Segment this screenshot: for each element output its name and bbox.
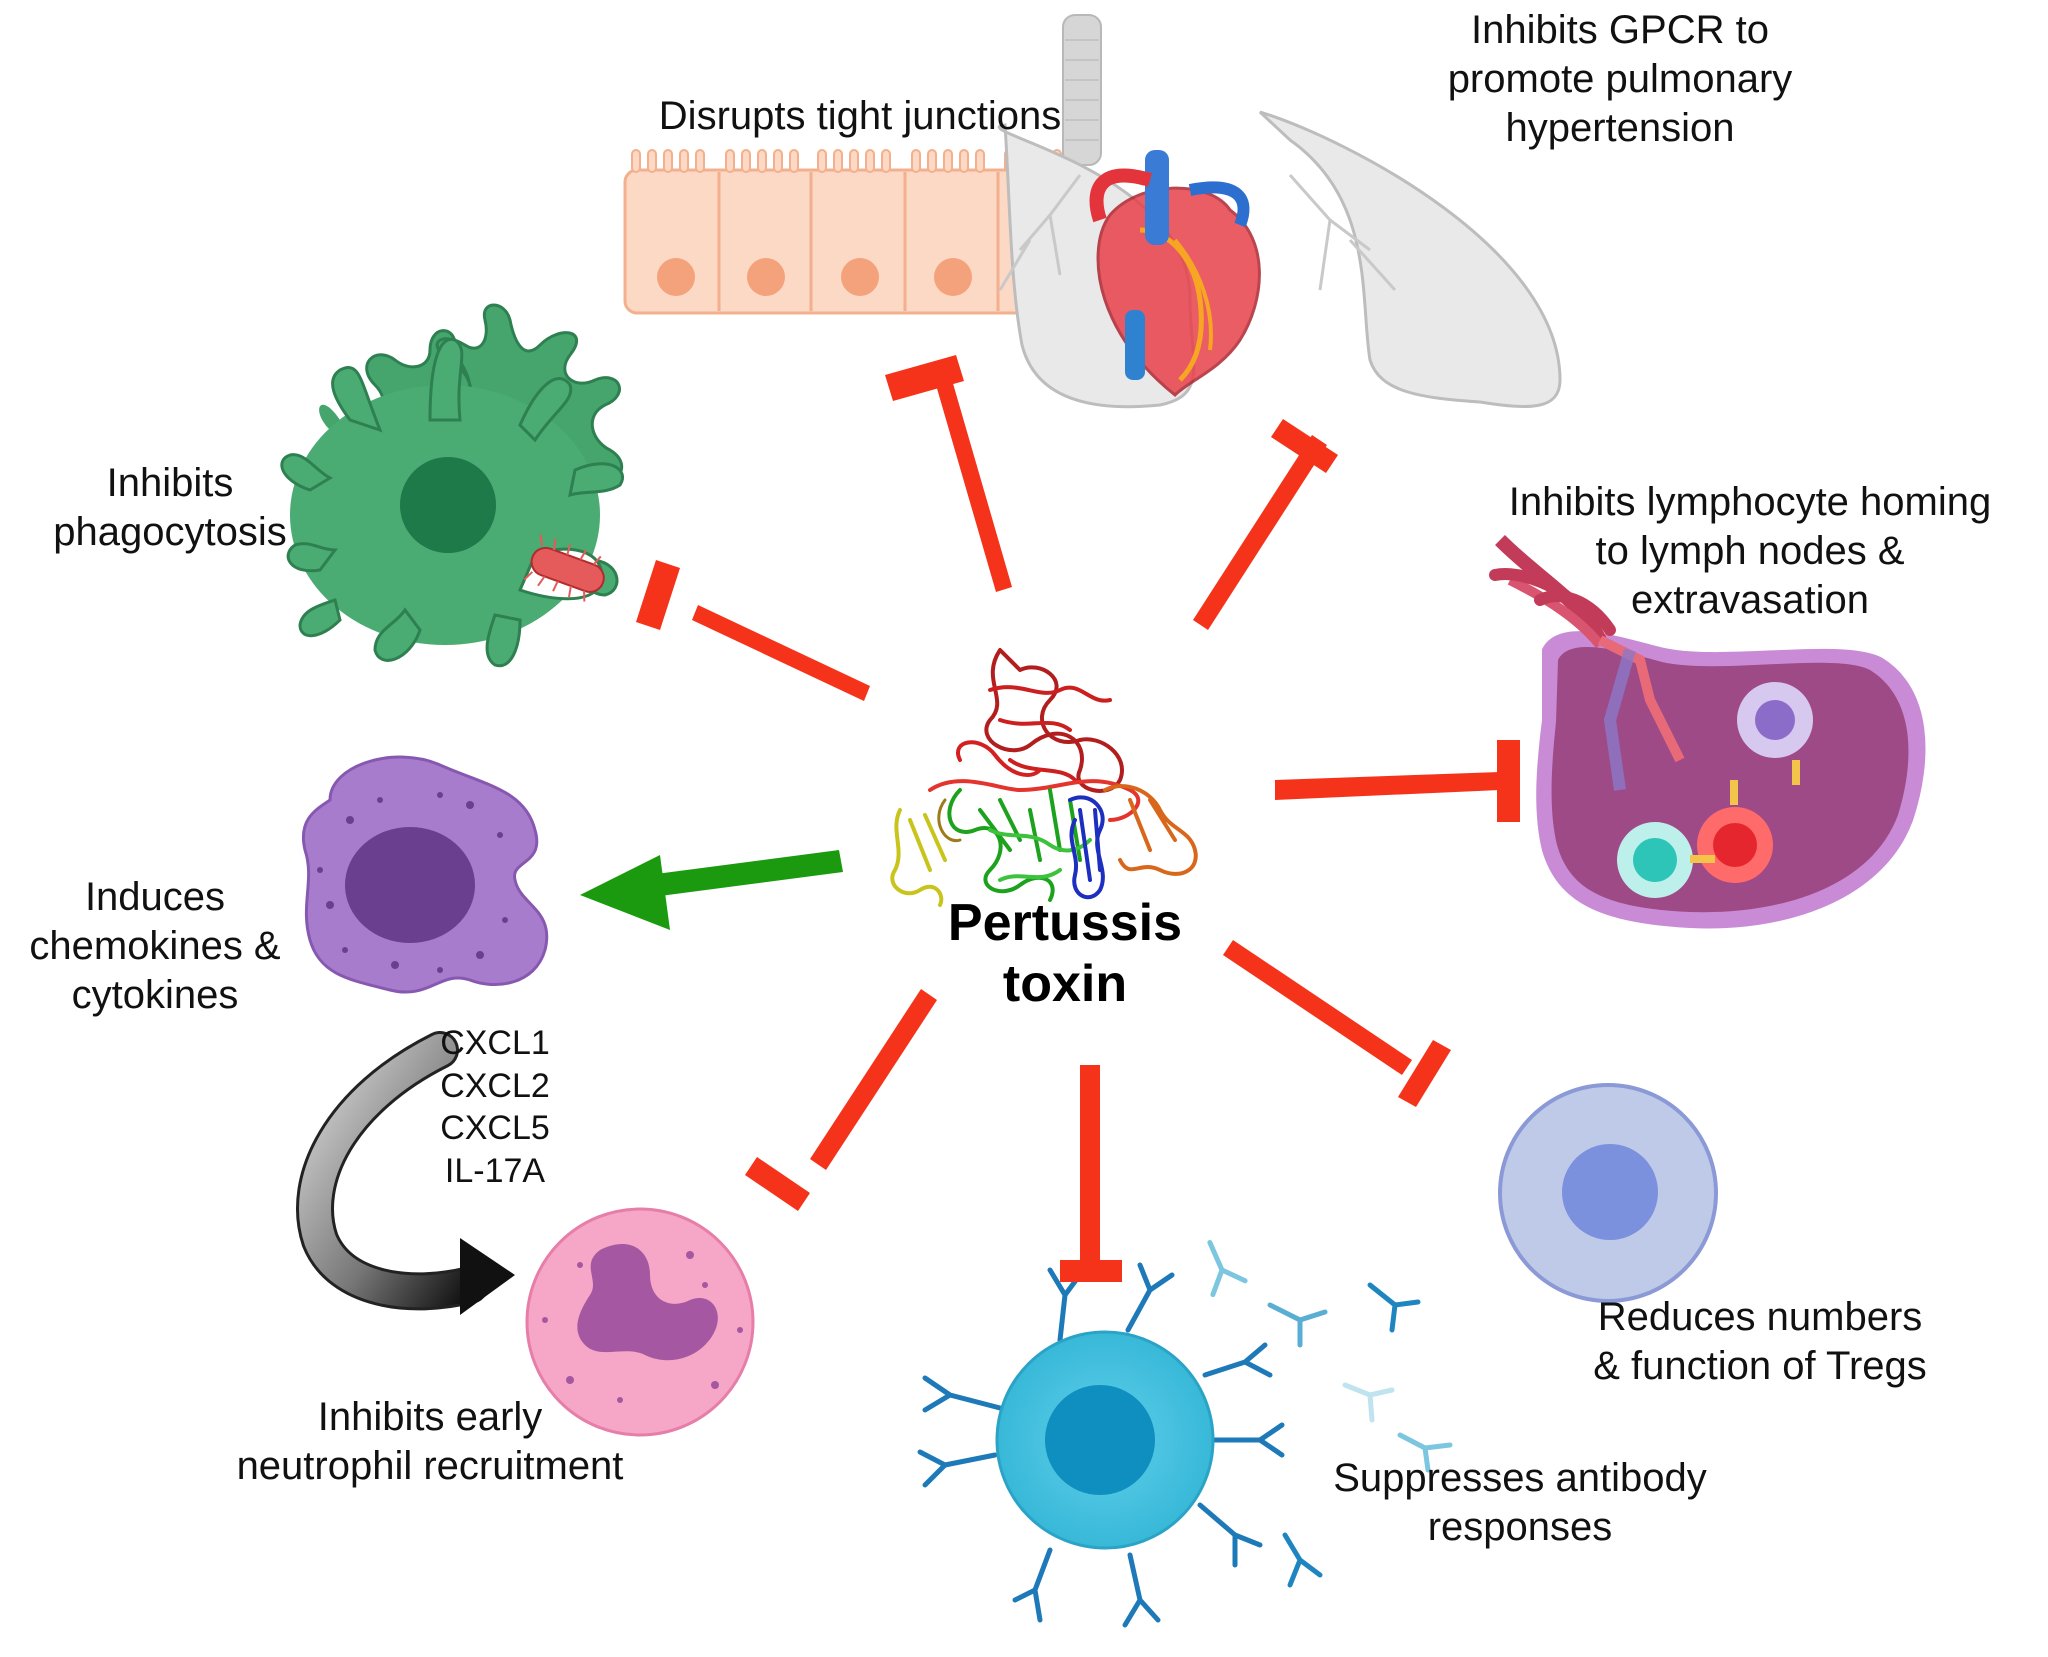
label-chemokines-line1: Induces	[84, 875, 226, 919]
label-antibody: Suppresses antibody responses	[1285, 1454, 1755, 1552]
label-gpcr-line1: Inhibits GPCR to	[1471, 8, 1769, 52]
label-lymphocyte-line3: extravasation	[1631, 577, 1869, 622]
label-tregs: Reduces numbers & function of Tregs	[1540, 1293, 1980, 1391]
label-antibody-line1: Suppresses antibody	[1333, 1456, 1707, 1500]
label-lymphocyte: Inhibits lymphocyte homing to lymph node…	[1460, 478, 2040, 624]
cytokine-item: IL-17A	[444, 1151, 546, 1190]
curved-arrow-icon	[296, 1031, 515, 1315]
label-tregs-line1: Reduces numbers	[1597, 1295, 1923, 1339]
label-chemokines-line2: chemokines &	[29, 923, 281, 968]
label-phagocytosis: Inhibits phagocytosis	[20, 459, 320, 557]
lungs-heart-icon	[997, 14, 1562, 409]
inhibit-arrow-phagocytosis	[636, 560, 870, 701]
label-lymphocyte-line1: Inhibits lymphocyte homing	[1508, 480, 1992, 524]
blood-vessel-icon	[1489, 568, 1616, 636]
induce-arrow-chemokines	[580, 850, 843, 930]
cytokine-item: CXCL2	[440, 1066, 550, 1105]
label-neutrophil: Inhibits early neutrophil recruitment	[160, 1393, 700, 1491]
inhibit-arrow-tight-junctions	[885, 355, 1012, 592]
label-lymphocyte-line2: to lymph nodes &	[1595, 528, 1905, 573]
cytokine-list: CXCL1 CXCL2 CXCL5 IL-17A	[430, 1022, 560, 1192]
label-antibody-line2: responses	[1427, 1504, 1613, 1549]
label-phagocytosis-line1: Inhibits	[106, 461, 234, 505]
neutrophil-icon	[525, 1207, 755, 1437]
lymph-node-icon	[1495, 535, 1926, 929]
center-title: Pertussis toxin	[915, 893, 1215, 1016]
label-chemokines: Induces chemokines & cytokines	[0, 873, 310, 1019]
label-neutrophil-line1: Inhibits early	[317, 1395, 543, 1439]
label-phagocytosis-line2: phagocytosis	[53, 509, 287, 554]
label-neutrophil-line2: neutrophil recruitment	[236, 1443, 624, 1488]
epithelial-cells-icon	[623, 149, 1092, 315]
center-title-line1: Pertussis	[947, 894, 1183, 952]
label-gpcr-line2: promote pulmonary	[1447, 56, 1793, 101]
label-tight-junctions-line1: Disrupts tight junctions	[658, 94, 1062, 138]
free-antibodies-icon	[1207, 1239, 1453, 1588]
dendritic-cell-icon	[280, 303, 625, 668]
label-gpcr-line3: hypertension	[1505, 105, 1735, 150]
b-cell-icon	[917, 1262, 1285, 1628]
center-title-line2: toxin	[1002, 955, 1128, 1014]
protein-structure-icon	[890, 648, 1198, 907]
label-tregs-line2: & function of Tregs	[1593, 1343, 1927, 1388]
macrophage-icon	[302, 755, 549, 994]
cytokine-item: CXCL1	[440, 1024, 550, 1062]
label-gpcr: Inhibits GPCR to promote pulmonary hyper…	[1400, 6, 1840, 152]
inhibit-arrow-lymph-node	[1275, 740, 1520, 822]
label-tight-junctions: Disrupts tight junctions	[600, 92, 1120, 141]
inhibit-arrow-gpcr	[1193, 419, 1338, 630]
inhibit-arrow-tregs	[1223, 940, 1451, 1107]
cytokine-item: CXCL5	[440, 1109, 550, 1147]
label-chemokines-line3: cytokines	[71, 972, 239, 1017]
treg-cell-icon	[1498, 1083, 1718, 1303]
inhibit-arrow-neutrophil	[745, 989, 937, 1211]
inhibit-arrow-antibody	[1060, 1065, 1122, 1282]
